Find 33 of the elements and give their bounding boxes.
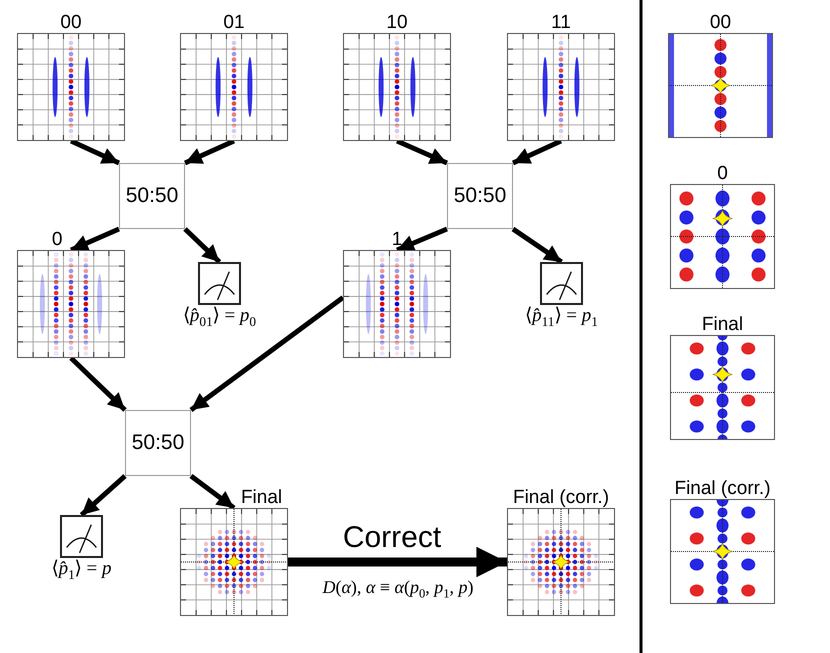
plot-title: Final (corr.) xyxy=(512,488,610,507)
plot-title: 10 xyxy=(386,13,408,32)
arrow xyxy=(184,138,236,166)
displacement-formula: D(α), α ≡ α(p$_{0}$, p$_{1}$, p) xyxy=(322,578,474,600)
beam-splitter-box: 50:50 xyxy=(125,410,191,476)
plot-title: 01 xyxy=(223,13,245,32)
arrow xyxy=(190,296,344,412)
arrow xyxy=(190,474,236,510)
arrow xyxy=(396,138,448,166)
arrow xyxy=(512,226,563,264)
edge-label: Correct xyxy=(342,523,442,553)
arrow xyxy=(183,227,222,264)
plot-title: 00 xyxy=(710,13,732,32)
beam-splitter-box: 50:50 xyxy=(119,163,185,229)
measurement-formula: ⟨p̂$_{01}$⟩ = p$_{0}$ xyxy=(182,306,256,328)
plot-title: 00 xyxy=(60,13,82,32)
arrow xyxy=(396,226,448,252)
arrow xyxy=(80,474,127,517)
plot-title: 0 xyxy=(52,230,62,249)
plot-title: 0 xyxy=(717,164,728,183)
arrow xyxy=(70,226,120,252)
plot-title: 11 xyxy=(551,13,571,32)
measurement-formula: ⟨p̂$_{1}$⟩ = p xyxy=(52,559,112,582)
arrow xyxy=(70,138,120,166)
beam-splitter-box: 50:50 xyxy=(447,163,513,229)
plot-title: Final xyxy=(702,315,744,334)
arrow xyxy=(69,356,127,412)
plot-title: 1 xyxy=(392,230,402,249)
plot-title: Final (corr.) xyxy=(674,479,771,498)
measurement-formula: ⟨p̂$_{11}$⟩ = p$_{1}$ xyxy=(525,306,598,328)
arrow xyxy=(288,546,507,578)
arrow xyxy=(512,138,562,166)
plot-title: Final xyxy=(240,488,282,507)
